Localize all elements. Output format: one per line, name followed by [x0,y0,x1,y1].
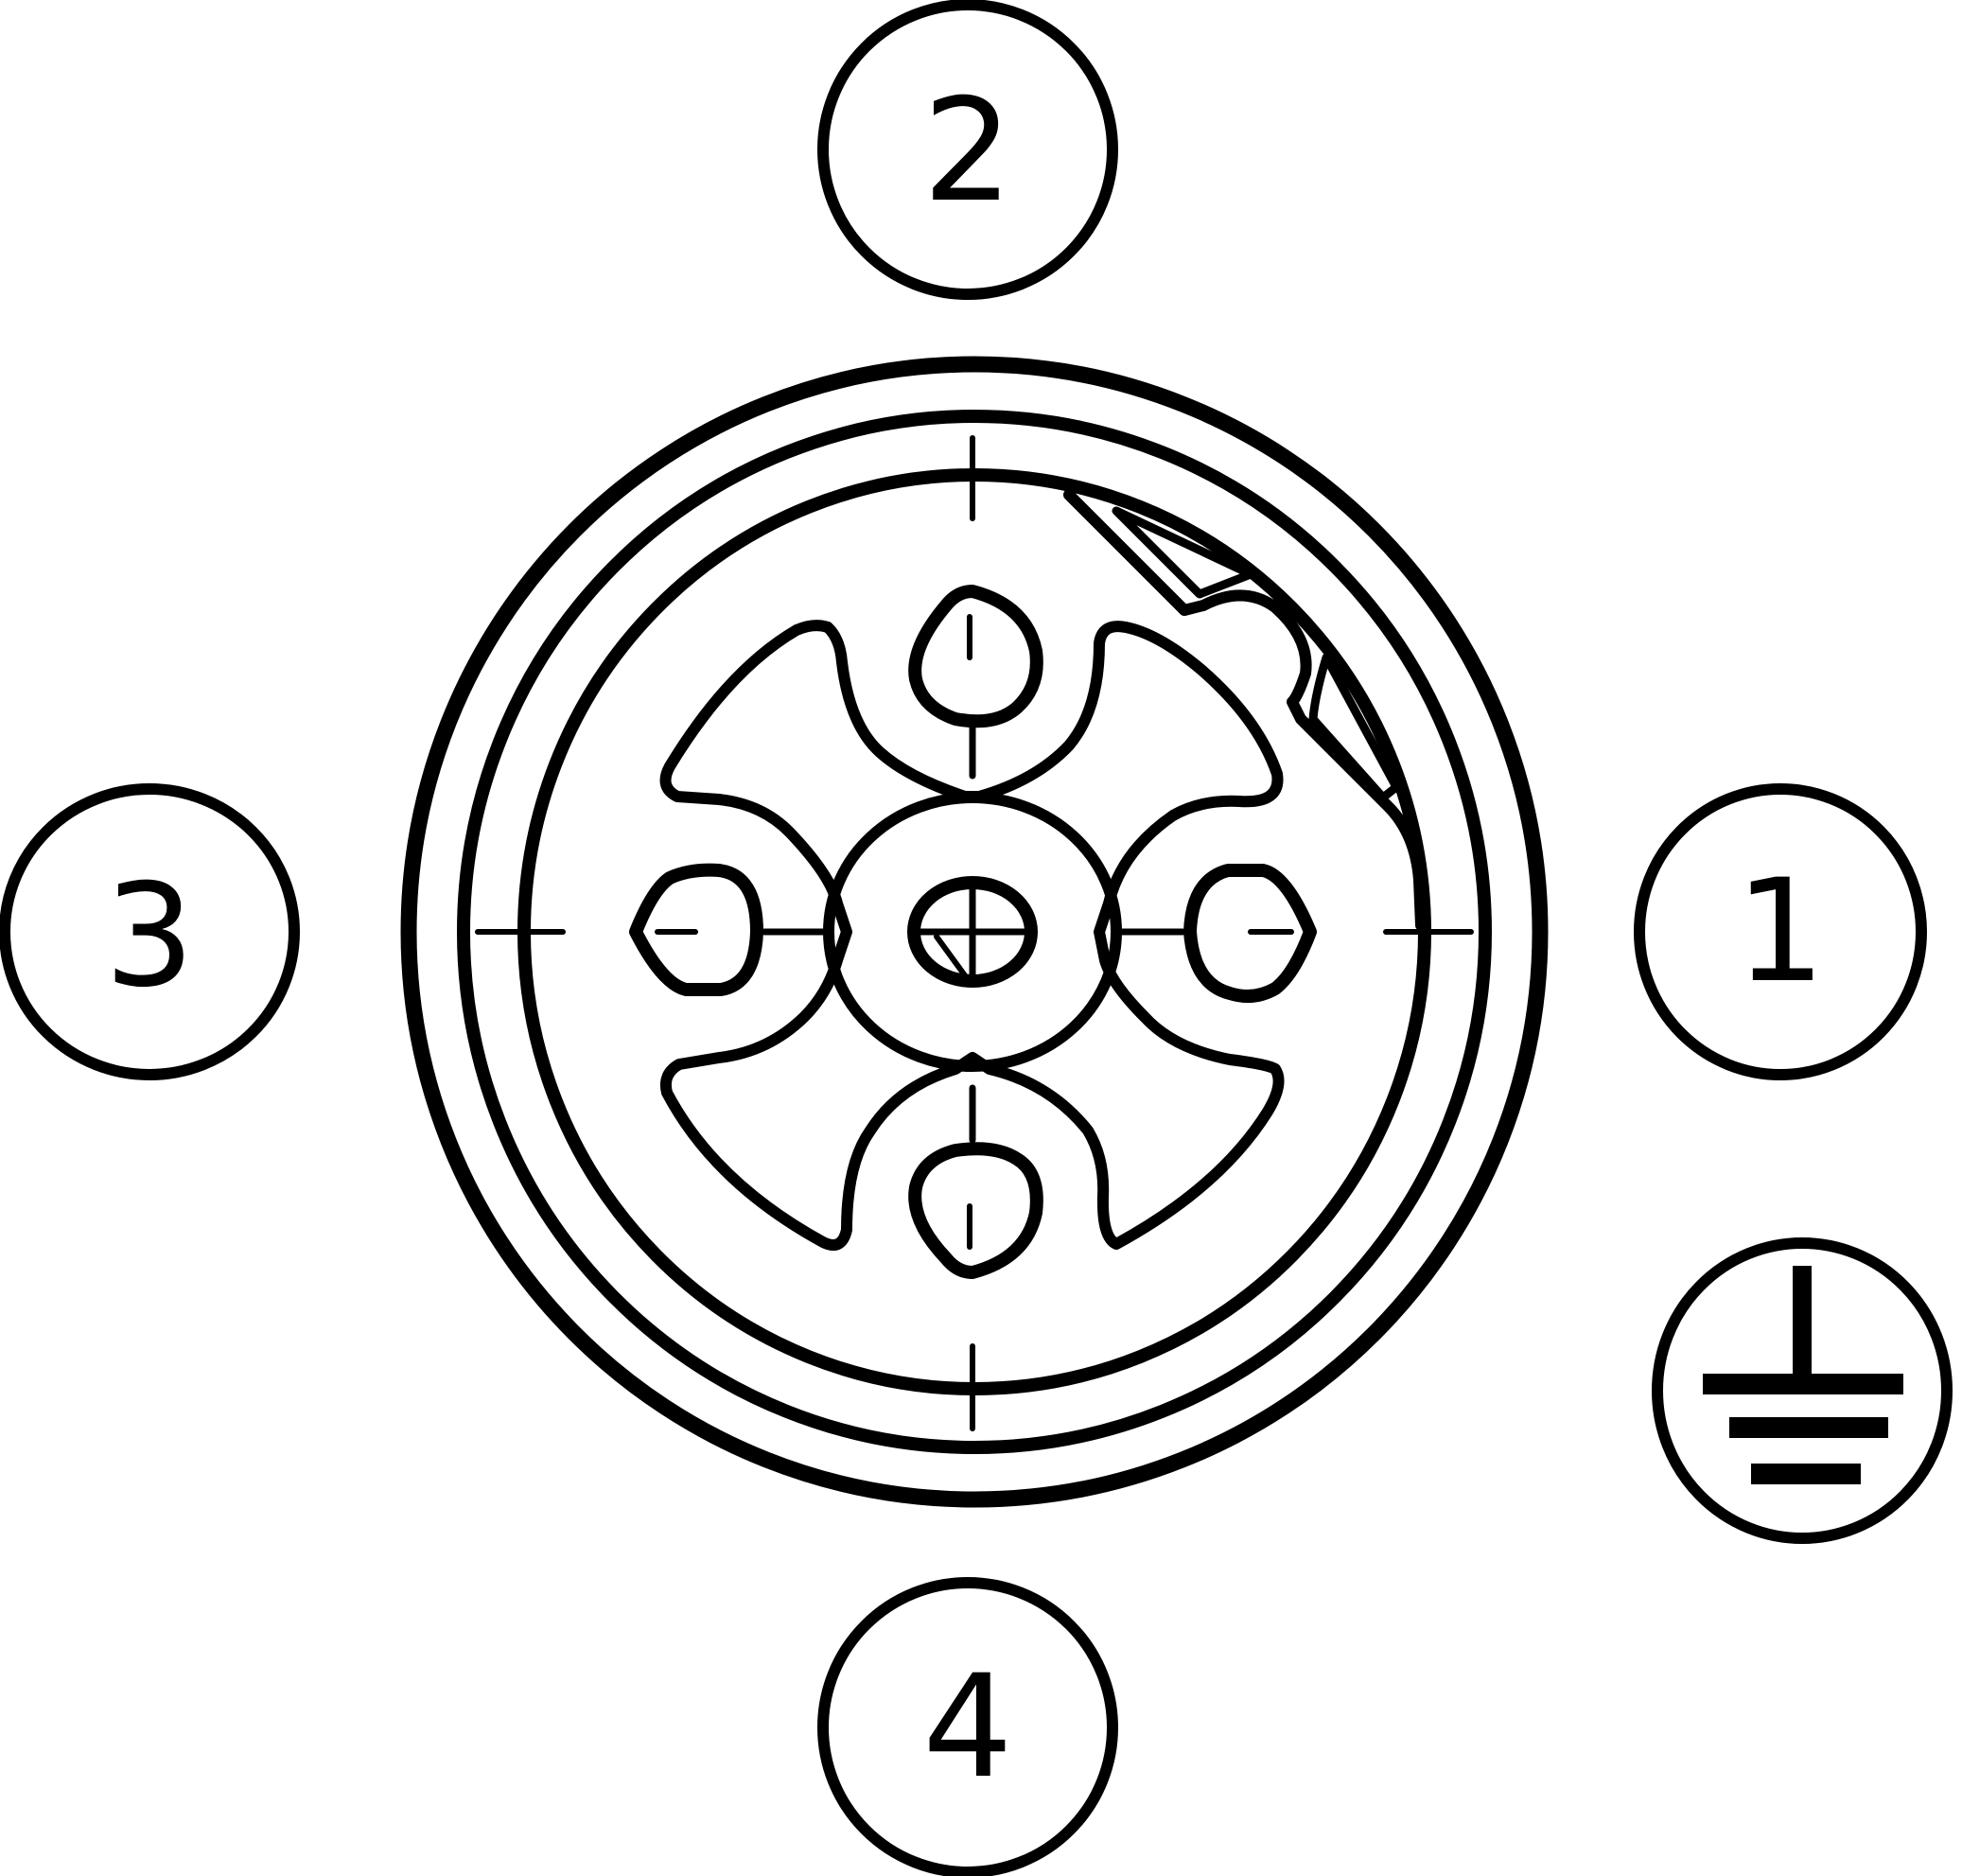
pin-label-1: 1 [1735,850,1825,1014]
pin-callout-2: 2 [817,0,1118,300]
middle-housing-ring [457,410,1492,1454]
contact-3 [629,863,763,996]
contact-leads [761,720,1186,1144]
contact-1 [1183,864,1317,1004]
contact-4 [908,1142,1043,1279]
pin-label-3: 3 [104,854,194,1019]
ground-callout [1652,1237,1953,1544]
pin-callout-1: 1 [1634,783,1927,1080]
pin-callout-4: 4 [817,1577,1118,1876]
pin-callout-3: 3 [0,783,300,1080]
ground-icon [1703,1266,1903,1484]
outer-housing-ring [400,356,1549,1508]
pin-label-4: 4 [922,1645,1012,1810]
insert-keyway [659,620,1285,1251]
pin-label-2: 2 [922,69,1012,234]
coding-key [1063,489,1427,931]
connector-face [400,356,1549,1508]
contact-2 [908,585,1043,728]
alignment-ticks [475,435,1474,1431]
